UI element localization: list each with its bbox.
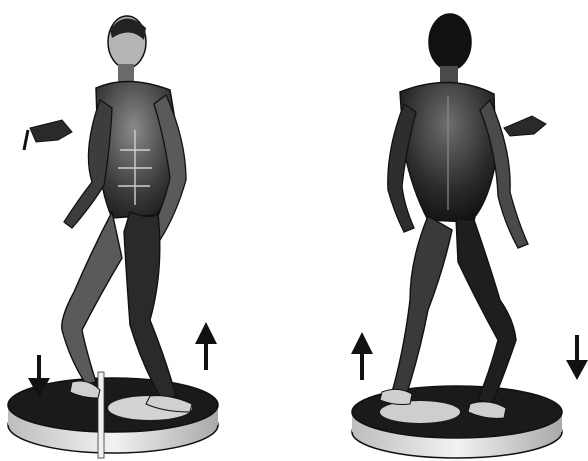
figure-right-leg (456, 214, 516, 404)
figure-left-arm (64, 100, 112, 228)
front-view-panel (8, 16, 218, 458)
down-arrow-icon (566, 335, 588, 380)
figure-left-foot (380, 389, 412, 404)
hand-pointer-icon (24, 120, 72, 150)
figure-left-leg (392, 216, 452, 396)
figure-neck (440, 66, 458, 84)
platform-highlight (380, 401, 460, 423)
figure-left-leg (62, 212, 122, 384)
front-figure (62, 16, 192, 412)
figure-head (429, 14, 471, 70)
figure-right-leg (124, 212, 176, 400)
up-arrow-icon (195, 322, 217, 370)
back-view-panel (351, 14, 588, 458)
back-figure (380, 14, 528, 418)
figure-neck (118, 64, 134, 82)
hand-pointer-icon (504, 116, 546, 136)
up-arrow-icon (351, 332, 373, 380)
platform-post (98, 372, 104, 458)
